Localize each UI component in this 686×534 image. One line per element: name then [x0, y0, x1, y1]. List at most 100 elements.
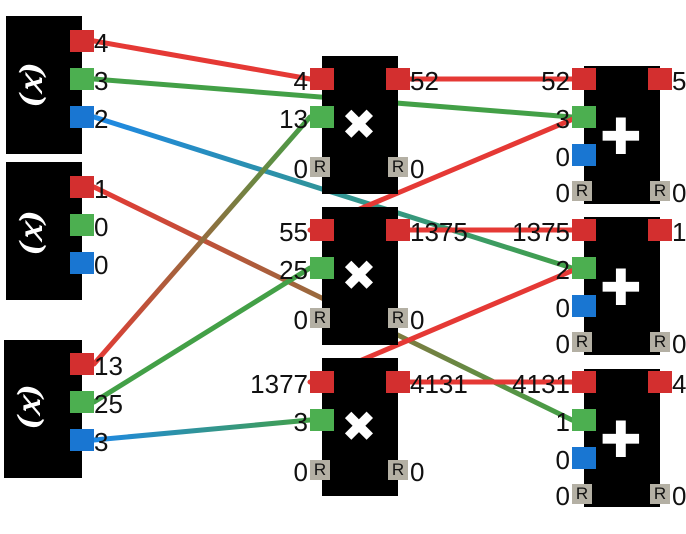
add-3-input-b[interactable]	[572, 409, 596, 431]
add-2-output-value: 1	[672, 217, 686, 247]
add-3-input-a[interactable]	[572, 371, 596, 393]
add-2-input-c-value: 0	[555, 293, 570, 323]
add-3-r-left-value: 0	[555, 481, 570, 511]
variable-2-blue-value: 0	[94, 250, 109, 280]
multiply-2-reset-left[interactable]: R	[310, 308, 330, 328]
multiply-1-input-a[interactable]	[310, 68, 334, 90]
variable-1-green-value: 3	[94, 66, 109, 96]
add-icon: ✚	[600, 260, 642, 316]
variable-1-blue-output[interactable]	[70, 106, 94, 128]
add-2-input-c[interactable]	[572, 295, 596, 317]
add-1-output[interactable]	[648, 68, 672, 90]
variable-2-red-output[interactable]	[70, 176, 94, 198]
variable-2-blue-output[interactable]	[70, 252, 94, 274]
multiply-3-reset-right[interactable]: R	[388, 460, 408, 480]
variable-3-green-output[interactable]	[70, 391, 94, 413]
multiply-3-r-right-value: 0	[410, 457, 425, 487]
add-3-input-c-value: 0	[555, 445, 570, 475]
add-node-3[interactable]	[584, 369, 660, 507]
multiply-1-input-b[interactable]	[310, 106, 334, 128]
add-3-r-right-value: 0	[672, 481, 686, 511]
variable-node-2[interactable]	[6, 162, 82, 300]
variable-3-blue-output[interactable]	[70, 429, 94, 451]
multiply-3-input-a-value: 1377	[250, 369, 308, 399]
add-1-output-value: 5	[672, 66, 686, 96]
multiply-icon: ✖	[341, 403, 377, 450]
add-2-input-a-value: 1375	[512, 217, 570, 247]
multiply-3-r-left-value: 0	[293, 457, 308, 487]
multiply-2-input-a[interactable]	[310, 219, 334, 241]
multiply-1-r-right-value: 0	[410, 154, 425, 184]
add-2-input-b-value: 2	[555, 255, 570, 285]
wire-x3g-to-m2b[interactable]	[91, 265, 313, 405]
add-3-input-b-value: 1	[555, 407, 570, 437]
add-2-input-b[interactable]	[572, 257, 596, 279]
add-icon: ✚	[600, 109, 642, 165]
add-1-input-a[interactable]	[572, 68, 596, 90]
add-1-input-b[interactable]	[572, 106, 596, 128]
add-2-r-right-value: 0	[672, 329, 686, 359]
add-1-r-left-value: 0	[555, 178, 570, 208]
multiply-1-output-value: 52	[410, 66, 439, 96]
add-3-output[interactable]	[648, 371, 672, 393]
variable-3-blue-value: 3	[94, 427, 109, 457]
multiply-2-input-a-value: 55	[279, 217, 308, 247]
variable-icon: (𝑥)	[12, 384, 48, 430]
multiply-2-output-value: 1375	[410, 217, 468, 247]
wire-x3r-to-m1b[interactable]	[91, 114, 313, 367]
multiply-3-output-value: 4131	[410, 369, 468, 399]
variable-1-blue-value: 2	[94, 104, 109, 134]
variable-2-green-output[interactable]	[70, 214, 94, 236]
add-3-reset-left[interactable]: R	[572, 484, 592, 504]
multiply-2-reset-right[interactable]: R	[388, 308, 408, 328]
multiply-icon: ✖	[341, 101, 377, 148]
multiply-1-reset-right[interactable]: R	[388, 157, 408, 177]
variable-1-red-value: 4	[94, 28, 109, 58]
multiply-2-output[interactable]	[386, 219, 410, 241]
add-1-input-c-value: 0	[555, 142, 570, 172]
add-icon: ✚	[600, 412, 642, 468]
add-1-reset-right[interactable]: R	[650, 181, 670, 201]
add-3-input-c[interactable]	[572, 447, 596, 469]
add-3-input-a-value: 4131	[512, 369, 570, 399]
add-node-1[interactable]	[584, 66, 660, 204]
variable-icon: (𝑥)	[14, 210, 50, 256]
add-2-r-left-value: 0	[555, 329, 570, 359]
add-2-reset-left[interactable]: R	[572, 332, 592, 352]
variable-3-red-value: 13	[94, 351, 123, 381]
multiply-3-input-a[interactable]	[310, 371, 334, 393]
add-2-reset-right[interactable]: R	[650, 332, 670, 352]
multiply-1-output[interactable]	[386, 68, 410, 90]
multiply-icon: ✖	[341, 252, 377, 299]
variable-3-red-output[interactable]	[70, 353, 94, 375]
multiply-2-r-right-value: 0	[410, 305, 425, 335]
multiply-1-r-left-value: 0	[293, 154, 308, 184]
multiply-1-input-b-value: 13	[279, 104, 308, 134]
variable-3-green-value: 25	[94, 389, 123, 419]
add-node-2[interactable]	[584, 217, 660, 355]
variable-node-1[interactable]	[6, 16, 82, 154]
add-1-input-b-value: 3	[555, 104, 570, 134]
variable-1-red-output[interactable]	[70, 30, 94, 52]
variable-1-green-output[interactable]	[70, 68, 94, 90]
multiply-node-2[interactable]	[322, 207, 398, 345]
multiply-2-input-b[interactable]	[310, 257, 334, 279]
multiply-3-input-b[interactable]	[310, 409, 334, 431]
multiply-2-input-b-value: 25	[279, 255, 308, 285]
add-1-r-right-value: 0	[672, 178, 686, 208]
multiply-1-reset-left[interactable]: R	[310, 157, 330, 177]
multiply-node-3[interactable]	[322, 358, 398, 496]
add-1-reset-left[interactable]: R	[572, 181, 592, 201]
multiply-3-output[interactable]	[386, 371, 410, 393]
add-3-reset-right[interactable]: R	[650, 484, 670, 504]
multiply-3-reset-left[interactable]: R	[310, 460, 330, 480]
add-2-output[interactable]	[648, 219, 672, 241]
wire-x1r-to-m1a[interactable]	[91, 38, 313, 82]
wire-x3b-to-m3b[interactable]	[91, 417, 313, 443]
multiply-node-1[interactable]	[322, 56, 398, 194]
multiply-1-input-a-value: 4	[293, 66, 308, 96]
add-2-input-a[interactable]	[572, 219, 596, 241]
add-1-input-c[interactable]	[572, 144, 596, 166]
variable-node-3[interactable]	[4, 340, 82, 478]
add-3-output-value: 4	[672, 369, 686, 399]
